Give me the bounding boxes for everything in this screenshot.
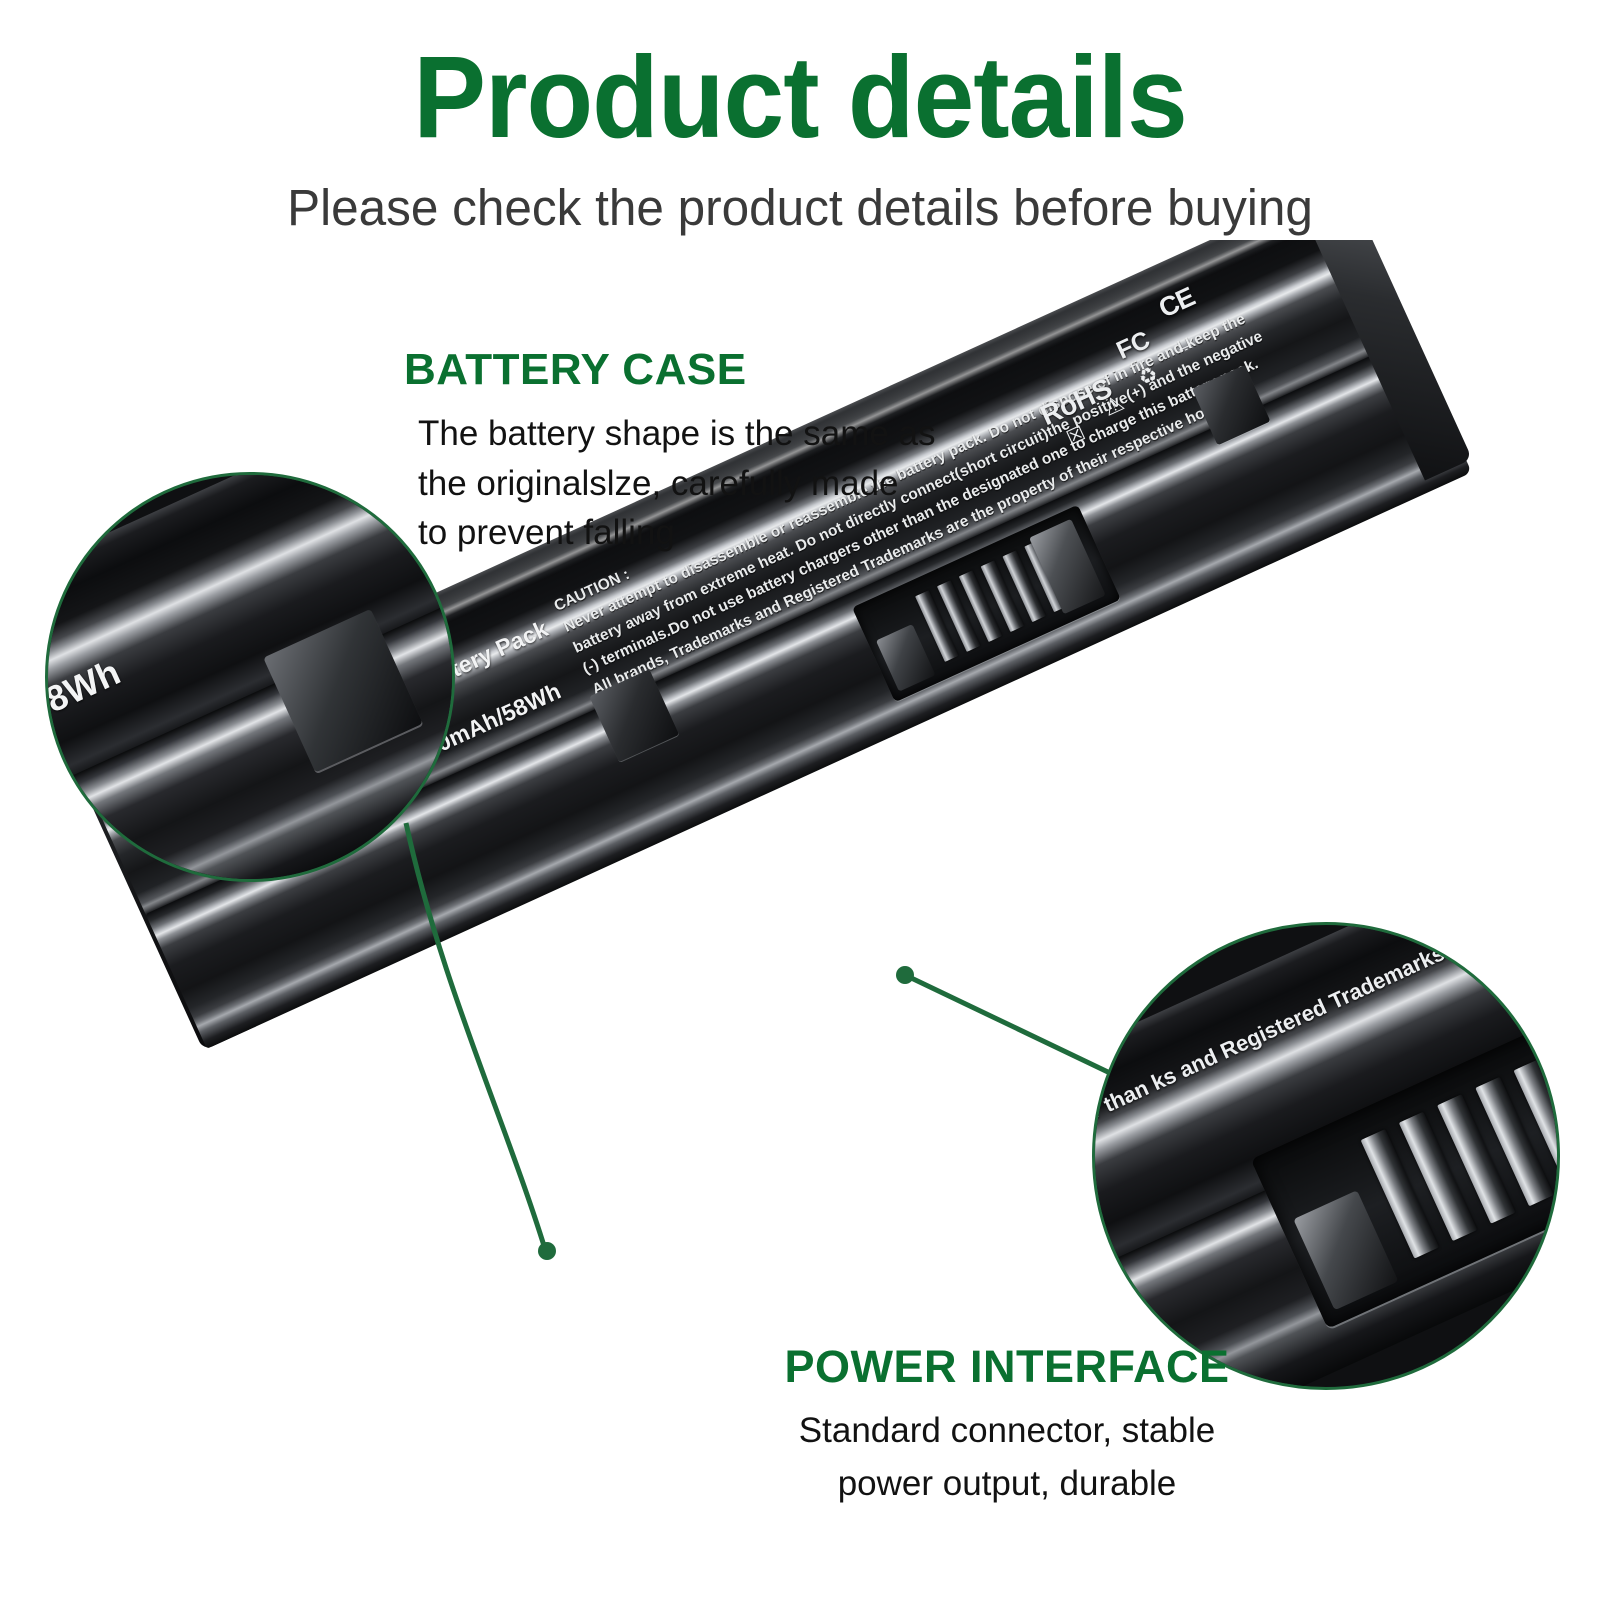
battery-case-heading: BATTERY CASE [404, 345, 747, 394]
power-interface-description-line-0: Standard connector, stable [798, 1411, 1216, 1450]
battery-case-description: The battery shape is the same as the ori… [404, 395, 964, 558]
page-subtitle: Please check the product details before … [287, 179, 1313, 237]
page-title: Product details [413, 32, 1188, 162]
page-header: Product details Please check the product… [0, 0, 1600, 237]
battery-case-zoom-art: 5200mAh/58Wh [48, 475, 452, 879]
battery-case-zoom-circle: 5200mAh/58Wh [45, 472, 455, 882]
power-interface-callout: POWER INTERFACE Standard connector, stab… [727, 1341, 1287, 1510]
power-interface-description: Standard connector, stable power output,… [727, 1393, 1287, 1510]
power-interface-description-line-1: power output, durable [837, 1463, 1177, 1503]
battery-case-description-line-0: The battery shape is the same as [418, 414, 936, 453]
battery-case-description-line-1: the originalslze, carefully made [418, 463, 899, 503]
power-interface-zoom-art: battery chargers other than ks and Regis… [1095, 925, 1557, 1387]
battery-case-description-line-2: to prevent falling [418, 513, 675, 553]
connector-keying-block-left [875, 624, 936, 692]
zoom-connector-keying-block-right [1556, 1005, 1557, 1177]
power-interface-heading: POWER INTERFACE [784, 1341, 1230, 1392]
product-photo-stage: Rechargeable Li-ion Battery Pack Model :… [0, 240, 1600, 1600]
power-interface-zoom-circle: battery chargers other than ks and Regis… [1092, 922, 1560, 1390]
battery-case-callout: BATTERY CASE The battery shape is the sa… [404, 345, 964, 558]
